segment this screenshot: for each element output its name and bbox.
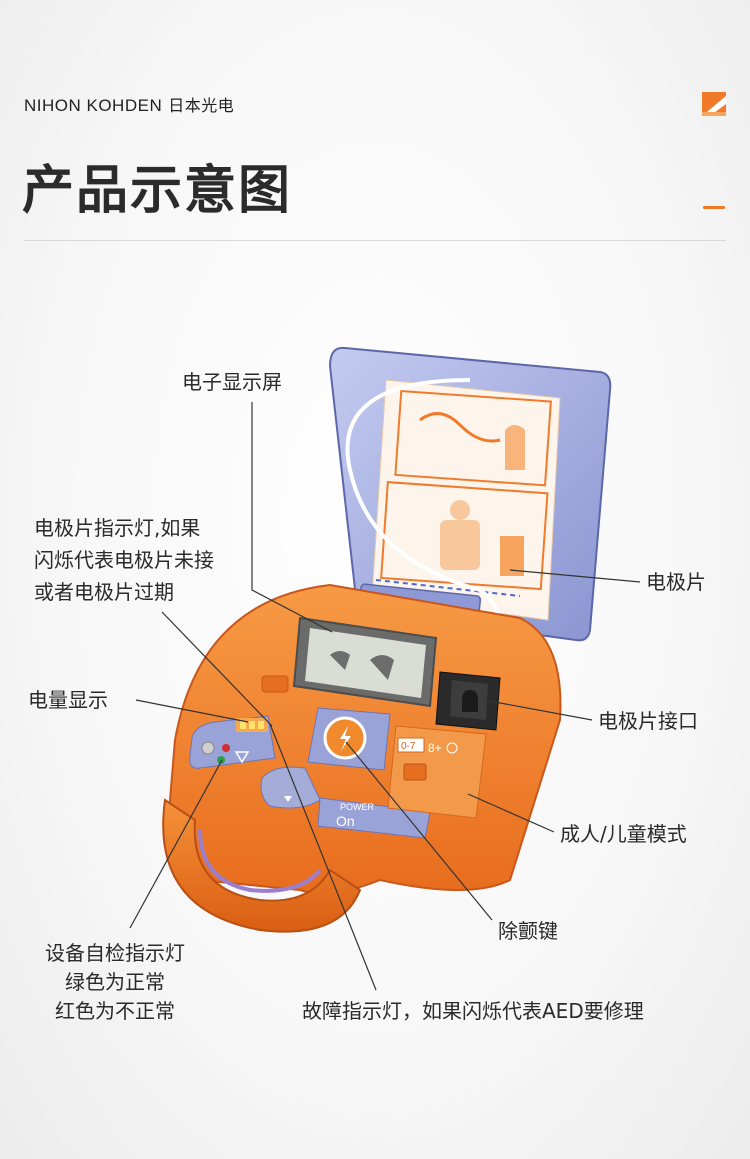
callout-pads: 电极片 bbox=[646, 570, 706, 594]
callout-mode: 成人/儿童模式 bbox=[560, 822, 687, 846]
brand-name-cn: 日本光电 bbox=[168, 96, 235, 115]
on-label: On bbox=[336, 813, 355, 829]
pad-connector[interactable] bbox=[435, 671, 501, 731]
callout-selftest-line1: 设备自检指示灯 bbox=[45, 941, 185, 965]
page-title: 产品示意图 bbox=[22, 161, 293, 221]
mode-child-label: 0-7 bbox=[401, 741, 416, 752]
power-label: POWER bbox=[340, 802, 375, 812]
header-divider bbox=[24, 240, 726, 241]
callout-pad-indicator-line3: 或者电极片过期 bbox=[34, 580, 174, 604]
power-button[interactable]: POWER On bbox=[260, 766, 431, 839]
callout-fault: 故障指示灯，如果闪烁代表AED要修理 bbox=[302, 999, 644, 1023]
shock-button[interactable] bbox=[307, 707, 391, 771]
callout-battery: 电量显示 bbox=[28, 688, 108, 712]
callout-shock: 除颤键 bbox=[498, 919, 558, 943]
callout-lines bbox=[129, 402, 641, 991]
mode-switch[interactable]: 0-7 8+ bbox=[387, 725, 487, 819]
title-accent-bar bbox=[703, 206, 725, 209]
lcd-screen bbox=[292, 616, 438, 708]
device-lid bbox=[328, 346, 612, 661]
speaker-grille bbox=[261, 675, 289, 693]
brand-logo-icon bbox=[702, 92, 726, 116]
brand-header: NIHON KOHDEN 日本光电 bbox=[24, 92, 234, 116]
callout-connector: 电极片接口 bbox=[598, 709, 698, 733]
brand-name-en: NIHON KOHDEN bbox=[24, 96, 163, 115]
callout-pad-indicator-line1: 电极片指示灯,如果 bbox=[34, 516, 201, 540]
mode-adult-label: 8+ bbox=[428, 741, 442, 755]
callout-display: 电子显示屏 bbox=[182, 370, 282, 394]
instruction-card bbox=[371, 379, 561, 621]
callout-selftest-line2: 绿色为正常 bbox=[65, 970, 165, 994]
callout-selftest-line3: 红色为不正常 bbox=[55, 999, 175, 1023]
callout-pad-indicator-line2: 闪烁代表电极片未接 bbox=[34, 548, 214, 572]
